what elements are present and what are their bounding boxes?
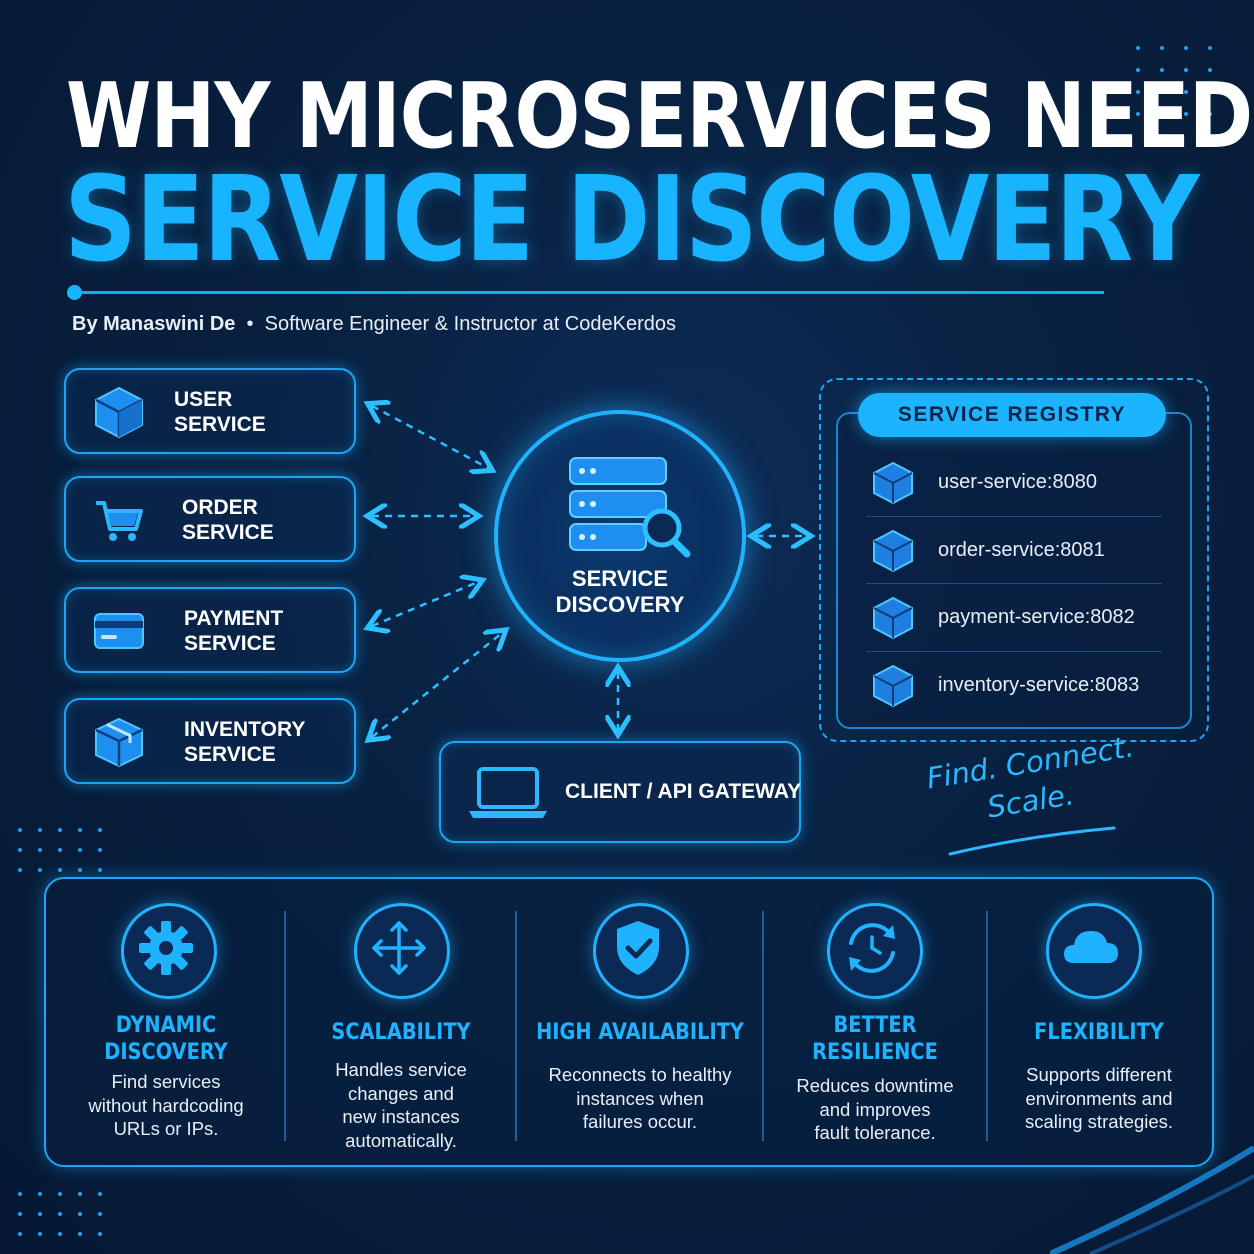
refresh-icon: [849, 923, 895, 973]
benefit-better-resilience: BETTER RESILIENCE Reduces downtime and i…: [764, 879, 986, 1165]
benefit-separator: [762, 911, 764, 1141]
cube-icon: [873, 461, 913, 505]
arrow-user-hub: [372, 406, 488, 468]
decorative-dots-bottom-left: [18, 1192, 102, 1236]
benefit-icon-frame: [354, 903, 450, 999]
service-label-inventory: INVENTORY SERVICE: [184, 718, 306, 766]
benefits-panel: DYNAMIC DISCOVERY Find services without …: [44, 877, 1214, 1167]
cube-icon: [95, 386, 143, 439]
tagline-underline: [948, 826, 1116, 856]
registry-entry-text: inventory-service:8083: [938, 674, 1140, 696]
cube-icon: [873, 664, 913, 708]
registry-divider: [866, 651, 1162, 652]
page-title-line1: WHY MICROSERVICES NEED: [66, 64, 1253, 169]
registry-divider: [866, 516, 1162, 517]
decorative-dots-top-right: [1136, 46, 1212, 116]
service-discovery-hub: SERVICE DISCOVERY: [494, 410, 746, 662]
cart-icon: [96, 501, 143, 541]
credit-card-icon: [94, 613, 144, 649]
cube-icon: [873, 596, 913, 640]
laptop-icon: [469, 767, 547, 818]
registry-entry: payment-service:8082: [866, 584, 1162, 650]
server-search-icon: [569, 457, 691, 558]
benefit-icon-frame: [1046, 903, 1142, 999]
benefit-desc: Supports different environments and scal…: [1024, 1064, 1174, 1132]
cloud-icon: [1064, 931, 1118, 963]
benefit-desc: Reconnects to healthy instances when fai…: [548, 1064, 732, 1132]
gear-icon: [139, 921, 193, 975]
service-label-order: ORDER SERVICE: [182, 496, 274, 544]
service-registry-header: SERVICE REGISTRY: [858, 393, 1166, 437]
registry-entry-text: order-service:8081: [938, 539, 1105, 561]
hub-label: SERVICE DISCOVERY: [555, 566, 685, 617]
byline-role: Software Engineer & Instructor at CodeKe…: [264, 313, 676, 335]
benefit-icon-frame: [593, 903, 689, 999]
benefit-desc: Handles service changes and new instance…: [335, 1059, 467, 1151]
service-registry-title: SERVICE REGISTRY: [897, 403, 1127, 426]
client-label: CLIENT / API GATEWAY: [565, 780, 802, 803]
registry-entry-text: user-service:8080: [938, 471, 1097, 493]
service-card-payment: PAYMENT SERVICE: [64, 587, 356, 673]
benefit-title: FLEXIBILITY: [1034, 1020, 1164, 1045]
benefit-high-availability: HIGH AVAILABILITY Reconnects to healthy …: [517, 879, 763, 1165]
benefit-separator: [284, 911, 286, 1141]
arrow-inventory-hub: [372, 633, 502, 737]
cube-icon: [873, 529, 913, 573]
benefit-separator: [515, 911, 517, 1141]
benefit-title: DYNAMIC DISCOVERY: [104, 1013, 228, 1065]
registry-entry: inventory-service:8083: [866, 652, 1162, 718]
arrows-expand-icon: [372, 921, 426, 975]
page-title-line2: SERVICE DISCOVERY: [64, 150, 1199, 288]
decorative-dots-left: [18, 828, 102, 872]
registry-entry-text: payment-service:8082: [938, 606, 1135, 628]
byline-separator: •: [246, 313, 254, 335]
byline: By Manaswini De • Software Engineer & In…: [72, 313, 676, 336]
benefit-icon-frame: [827, 903, 923, 999]
service-label-payment: PAYMENT SERVICE: [184, 607, 284, 655]
title-divider: [74, 291, 1104, 294]
shield-check-icon: [617, 921, 659, 975]
benefit-flexibility: FLEXIBILITY Supports different environme…: [988, 879, 1210, 1165]
benefit-title: SCALABILITY: [331, 1020, 471, 1045]
client-api-gateway-card: CLIENT / API GATEWAY: [439, 741, 801, 843]
benefit-title: HIGH AVAILABILITY: [536, 1020, 744, 1045]
box-icon: [95, 717, 143, 768]
service-card-inventory: INVENTORY SERVICE: [64, 698, 356, 784]
byline-author: By Manaswini De: [72, 313, 236, 335]
benefit-separator: [986, 911, 988, 1141]
benefit-desc: Find services without hardcoding URLs or…: [88, 1071, 244, 1139]
decorative-corner-swoosh: [1050, 1145, 1254, 1254]
service-label-user: USER SERVICE: [174, 388, 266, 436]
benefit-dynamic-discovery: DYNAMIC DISCOVERY Find services without …: [46, 879, 286, 1165]
service-card-order: ORDER SERVICE: [64, 476, 356, 562]
arrow-payment-hub: [372, 582, 478, 626]
registry-entry: user-service:8080: [866, 449, 1162, 515]
benefit-icon-frame: [121, 903, 217, 999]
benefit-scalability: SCALABILITY Handles service changes and …: [286, 879, 516, 1165]
title-divider-dot: [67, 285, 82, 300]
benefit-title: BETTER RESILIENCE: [812, 1013, 938, 1065]
registry-divider: [866, 583, 1162, 584]
service-registry-frame: [819, 378, 1209, 742]
registry-entry: order-service:8081: [866, 517, 1162, 583]
benefit-desc: Reduces downtime and improves fault tole…: [796, 1075, 954, 1143]
service-card-user: USER SERVICE: [64, 368, 356, 454]
